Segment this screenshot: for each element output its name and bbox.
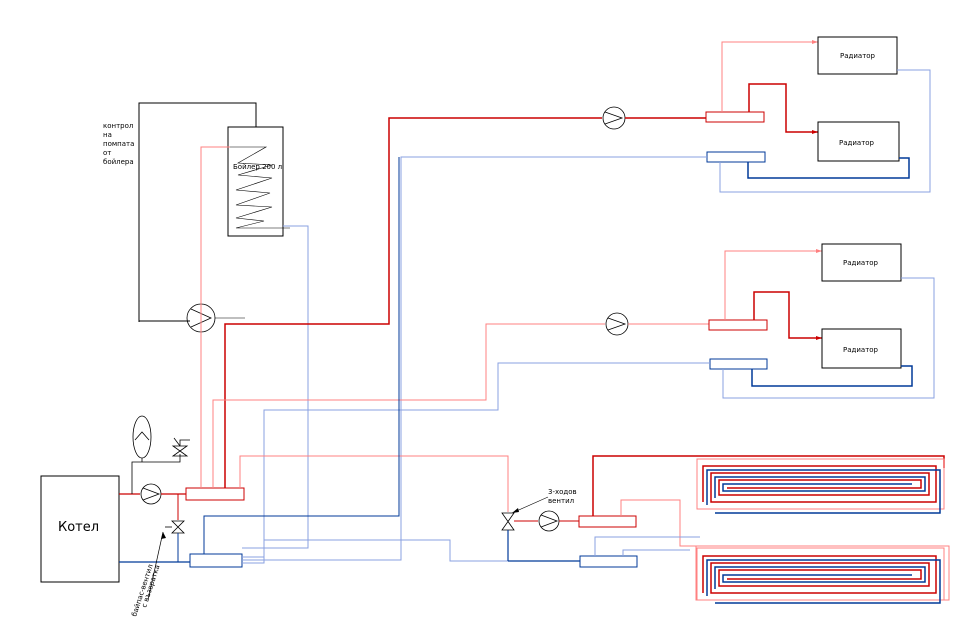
return-manifold-floor bbox=[579, 555, 638, 568]
supply-manifold-2 bbox=[708, 319, 768, 331]
tank-label: Бойлер 200 л bbox=[233, 163, 282, 171]
supply-manifold-floor bbox=[578, 515, 637, 528]
underfloor-loop-2 bbox=[696, 547, 945, 604]
svg-text:контрол: контрол bbox=[103, 122, 133, 130]
radiator-2a bbox=[821, 243, 902, 282]
underfloor-loop-1 bbox=[696, 458, 945, 514]
three-way-label-1: 3-ходов bbox=[548, 488, 577, 496]
dhw-tank bbox=[227, 126, 284, 237]
supply-manifold-1 bbox=[705, 111, 765, 123]
three-way-valve-icon bbox=[501, 512, 515, 531]
bypass-valve-icon bbox=[171, 520, 185, 534]
svg-text:на: на bbox=[103, 131, 112, 139]
supply-manifold bbox=[185, 487, 245, 501]
radiator-1b-label: Радиатор bbox=[839, 139, 875, 147]
boiler-box bbox=[40, 475, 120, 583]
safety-valve-icon bbox=[171, 445, 189, 457]
radiator-1b bbox=[817, 121, 900, 162]
radiator-2b bbox=[821, 328, 902, 369]
control-note: контрол на помпата от бойлера bbox=[103, 122, 134, 166]
radiator-1a bbox=[817, 36, 898, 75]
radiator-1a-label: Радиатор bbox=[840, 52, 876, 60]
return-manifold bbox=[189, 553, 243, 568]
svg-text:помпата: помпата bbox=[103, 140, 134, 148]
three-way-label-2: вентил bbox=[548, 497, 574, 505]
radiator-2b-label: Радиатор bbox=[843, 346, 879, 354]
return-manifold-1 bbox=[706, 151, 766, 163]
return-manifold-2 bbox=[709, 358, 768, 370]
svg-text:бойлера: бойлера bbox=[103, 158, 134, 166]
expansion-vessel-icon bbox=[132, 415, 152, 459]
boiler-label: Котел bbox=[58, 520, 99, 535]
radiator-2a-label: Радиатор bbox=[843, 259, 879, 267]
svg-text:от: от bbox=[103, 149, 111, 157]
